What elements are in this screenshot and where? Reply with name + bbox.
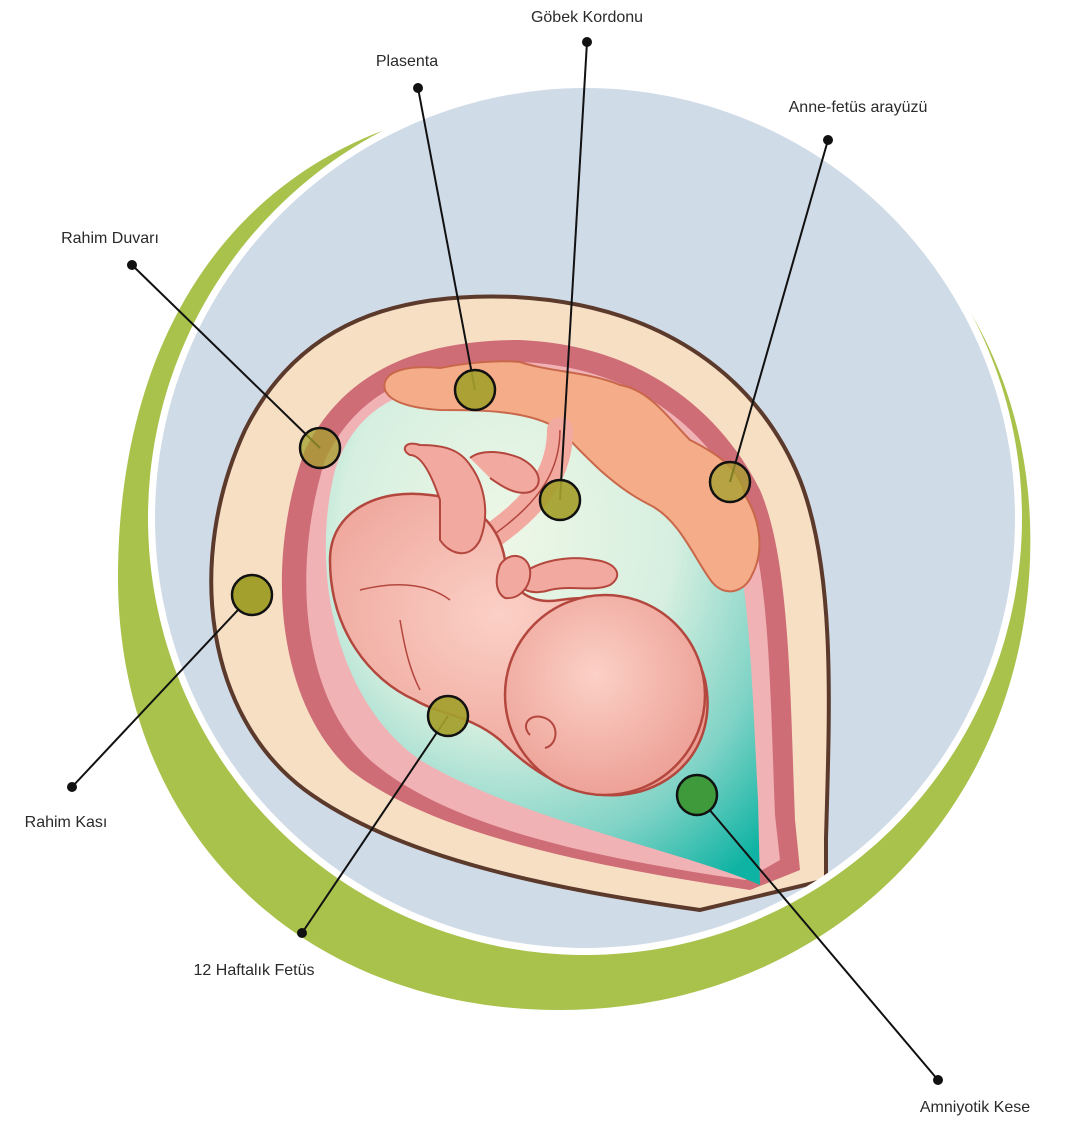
label-maternal-fetal-interface: Anne-fetüs arayüzü — [789, 99, 928, 116]
dot-maternal-fetal-interface — [823, 135, 833, 145]
label-fetus: 12 Haftalık Fetüs — [194, 962, 315, 979]
label-uterine-muscle: Rahim Kası — [25, 814, 108, 831]
label-uterine-wall: Rahim Duvarı — [61, 230, 159, 247]
marker-placenta[interactable] — [455, 370, 495, 410]
marker-fetus[interactable] — [428, 696, 468, 736]
dot-amniotic-sac — [933, 1075, 943, 1085]
dot-uterine-wall — [127, 260, 137, 270]
dot-placenta — [413, 83, 423, 93]
label-umbilical-cord: Göbek Kordonu — [531, 9, 643, 26]
label-amniotic-sac: Amniyotik Kese — [920, 1099, 1030, 1116]
fetus-head — [505, 595, 705, 795]
marker-uterine-muscle[interactable] — [232, 575, 272, 615]
dot-fetus — [297, 928, 307, 938]
marker-maternal-fetal-interface[interactable] — [710, 462, 750, 502]
marker-uterine-wall[interactable] — [300, 428, 340, 468]
dot-umbilical-cord — [582, 37, 592, 47]
marker-amniotic-sac[interactable] — [677, 775, 717, 815]
label-placenta: Plasenta — [376, 53, 438, 70]
dot-uterine-muscle — [67, 782, 77, 792]
marker-umbilical-cord[interactable] — [540, 480, 580, 520]
